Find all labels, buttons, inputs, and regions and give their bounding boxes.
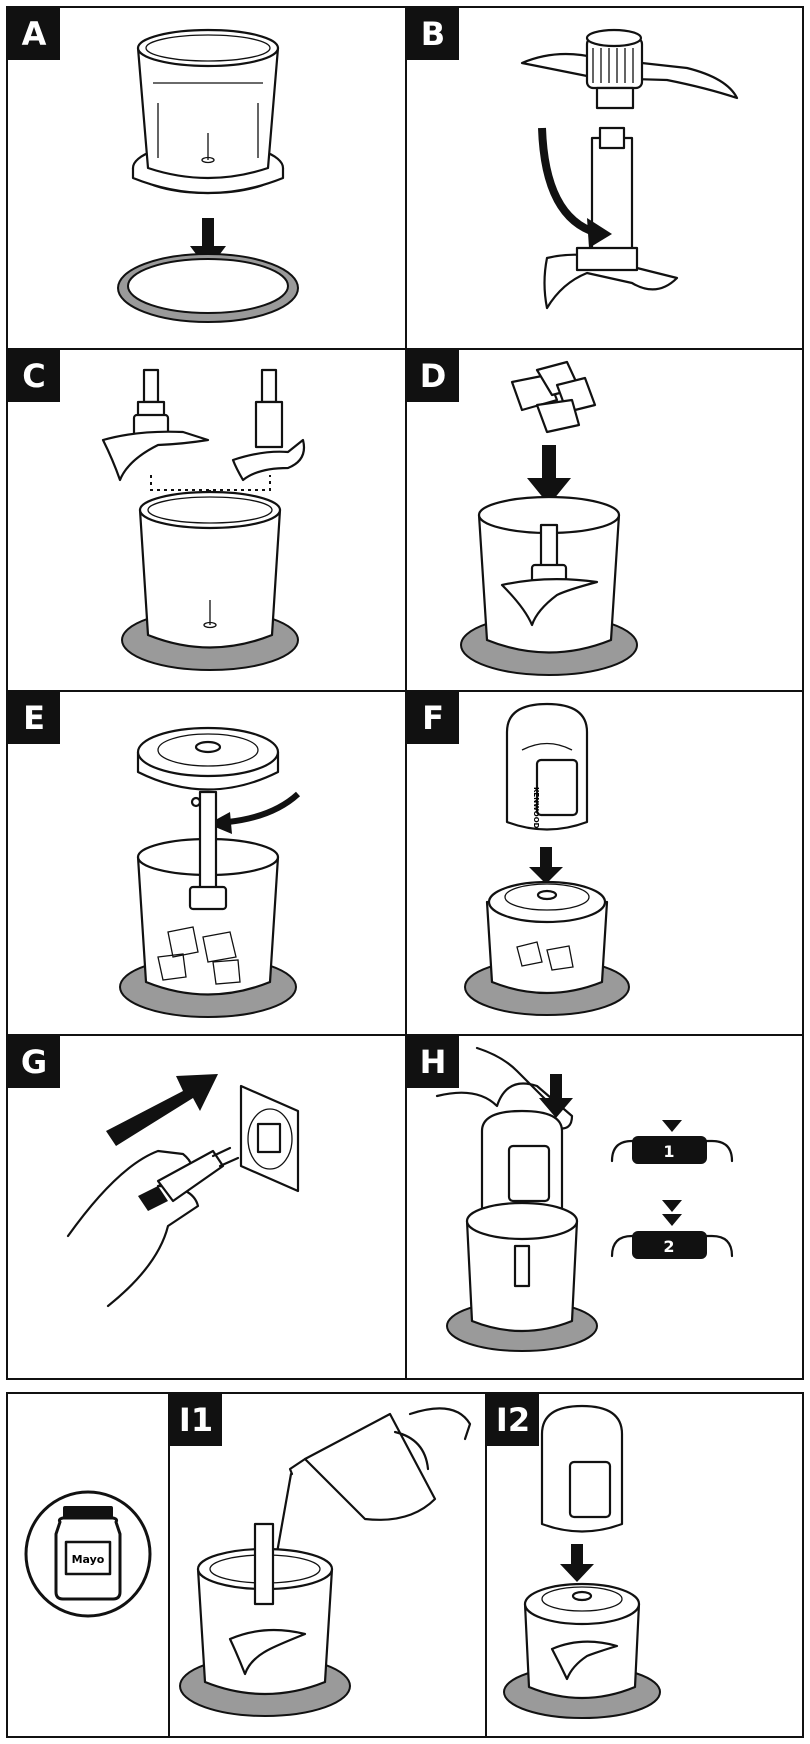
jar-label: Mayo <box>72 1553 105 1566</box>
step-b-panel: B <box>407 8 804 348</box>
step-h-panel: H 1 2 <box>407 1036 804 1378</box>
step-f-label: F <box>407 692 459 744</box>
step-a-label: A <box>8 8 60 60</box>
add-ice-cubes-illustration <box>460 360 638 676</box>
step-c-panel: C <box>8 350 405 690</box>
grid-divider-row2 <box>6 690 804 692</box>
step-d-label: D <box>407 350 459 402</box>
step-i2-label: I2 <box>487 1394 539 1446</box>
step-i1-label: I1 <box>170 1394 222 1446</box>
fit-lid-illustration <box>119 726 301 1018</box>
grid-divider-row1 <box>6 348 804 350</box>
blade-into-bowl-illustration <box>101 368 306 671</box>
step-i1-panel: I1 <box>170 1394 485 1736</box>
step-b-label: B <box>407 8 459 60</box>
step-e-label: E <box>8 692 60 744</box>
speed-button-1-label: 1 <box>663 1142 674 1161</box>
step-d-panel: D <box>407 350 804 690</box>
press-speed-button-illustration: 1 2 <box>435 1046 734 1352</box>
step-f-panel: F KENWOOD <box>407 692 804 1034</box>
pour-liquid-illustration <box>179 1407 472 1717</box>
mayo-jar-icon: Mayo <box>24 1490 152 1618</box>
mayo-panel: Mayo <box>8 1394 168 1736</box>
grid-divider-row3 <box>6 1034 804 1036</box>
step-g-label: G <box>8 1036 60 1088</box>
grid-divider-vertical <box>405 6 407 1380</box>
blade-assembly-illustration <box>520 28 739 310</box>
step-g-panel: G <box>8 1036 405 1378</box>
bottom-divider-2 <box>485 1392 487 1738</box>
step-c-label: C <box>8 350 60 402</box>
attach-power-unit-final-illustration <box>503 1404 661 1719</box>
step-h-label: H <box>407 1036 459 1088</box>
bottom-divider-1 <box>168 1392 170 1738</box>
brand-logo: KENWOOD <box>532 787 540 829</box>
step-i2-panel: I2 <box>487 1394 802 1736</box>
attach-power-unit-illustration: KENWOOD <box>464 702 630 1016</box>
plug-into-socket-illustration <box>66 1074 300 1308</box>
bowl-with-base-ring-illustration <box>117 28 299 323</box>
step-e-panel: E <box>8 692 405 1034</box>
step-a-panel: A <box>8 8 405 348</box>
speed-button-2-label: 2 <box>663 1237 674 1256</box>
